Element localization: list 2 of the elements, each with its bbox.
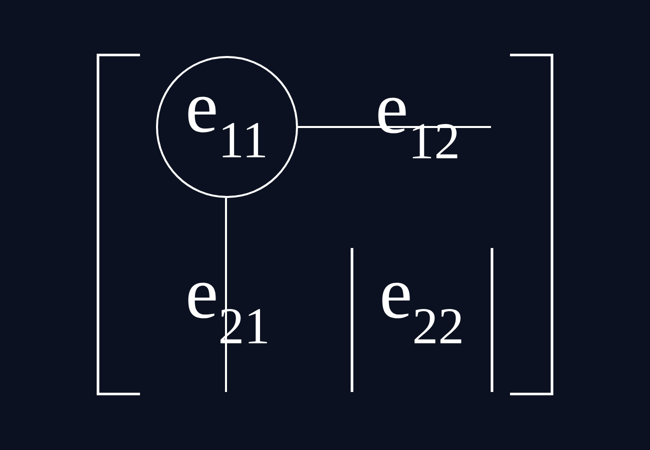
matrix-entry: e$_{22}$ (382, 282, 462, 344)
circled-entry: e$_{11}$ (156, 56, 298, 198)
